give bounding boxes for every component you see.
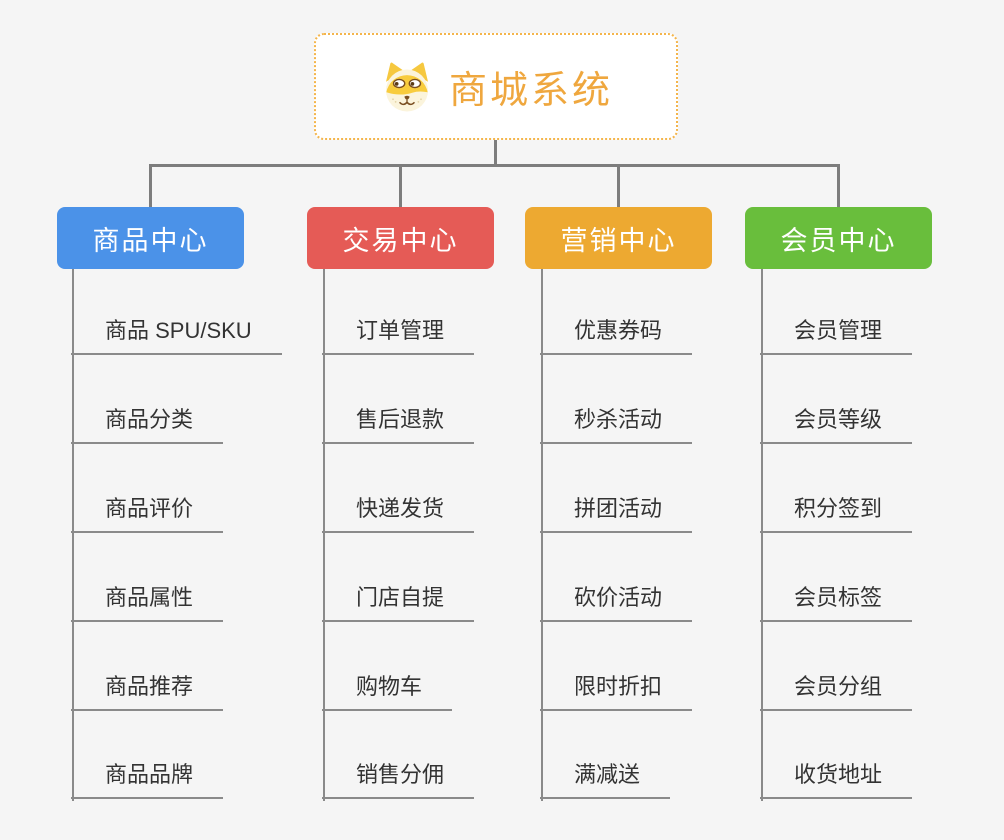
- child-product-attribute[interactable]: 商品属性: [71, 584, 224, 622]
- child-product-review[interactable]: 商品评价: [71, 495, 224, 533]
- child-shipping-address[interactable]: 收货地址: [760, 761, 913, 799]
- connector-branch-stub: [149, 164, 152, 209]
- child-full-reduction[interactable]: 满减送: [540, 761, 671, 799]
- child-member-level[interactable]: 会员等级: [760, 406, 913, 444]
- child-store-pickup[interactable]: 门店自提: [322, 584, 475, 622]
- child-shopping-cart[interactable]: 购物车: [322, 673, 453, 711]
- child-points-checkin[interactable]: 积分签到: [760, 495, 913, 533]
- child-sales-commission[interactable]: 销售分佣: [322, 761, 475, 799]
- connector-trunk-product: [72, 269, 74, 801]
- branch-member-center[interactable]: 会员中心: [745, 207, 932, 269]
- child-product-spu-sku[interactable]: 商品 SPU/SKU: [71, 317, 282, 355]
- child-member-group[interactable]: 会员分组: [760, 673, 913, 711]
- root-node[interactable]: 商城系统: [314, 33, 678, 140]
- dog-face-icon: [385, 62, 428, 111]
- child-coupon-code[interactable]: 优惠券码: [540, 317, 693, 355]
- branch-trade-center[interactable]: 交易中心: [307, 207, 494, 269]
- connector-trunk-marketing: [541, 269, 543, 801]
- child-express-delivery[interactable]: 快递发货: [322, 495, 475, 533]
- child-product-brand[interactable]: 商品品牌: [71, 761, 224, 799]
- child-time-limited-discount[interactable]: 限时折扣: [540, 673, 693, 711]
- child-after-sale-refund[interactable]: 售后退款: [322, 406, 475, 444]
- connector-branch-stub: [617, 164, 620, 209]
- child-member-management[interactable]: 会员管理: [760, 317, 913, 355]
- child-bargain-activity[interactable]: 砍价活动: [540, 584, 693, 622]
- child-product-recommend[interactable]: 商品推荐: [71, 673, 224, 711]
- branch-product-center[interactable]: 商品中心: [57, 207, 244, 269]
- child-member-tag[interactable]: 会员标签: [760, 584, 913, 622]
- child-order-management[interactable]: 订单管理: [322, 317, 475, 355]
- connector-trunk-member: [761, 269, 763, 801]
- root-title: 商城系统: [448, 70, 613, 112]
- connector-horizontal: [149, 164, 840, 167]
- branch-marketing-center[interactable]: 营销中心: [525, 207, 712, 269]
- child-flash-sale[interactable]: 秒杀活动: [540, 406, 693, 444]
- connector-root-stub: [494, 139, 497, 167]
- connector-trunk-trade: [323, 269, 325, 801]
- connector-branch-stub: [399, 164, 402, 209]
- child-group-buy[interactable]: 拼团活动: [540, 495, 693, 533]
- connector-branch-stub: [837, 164, 840, 209]
- child-product-category[interactable]: 商品分类: [71, 406, 224, 444]
